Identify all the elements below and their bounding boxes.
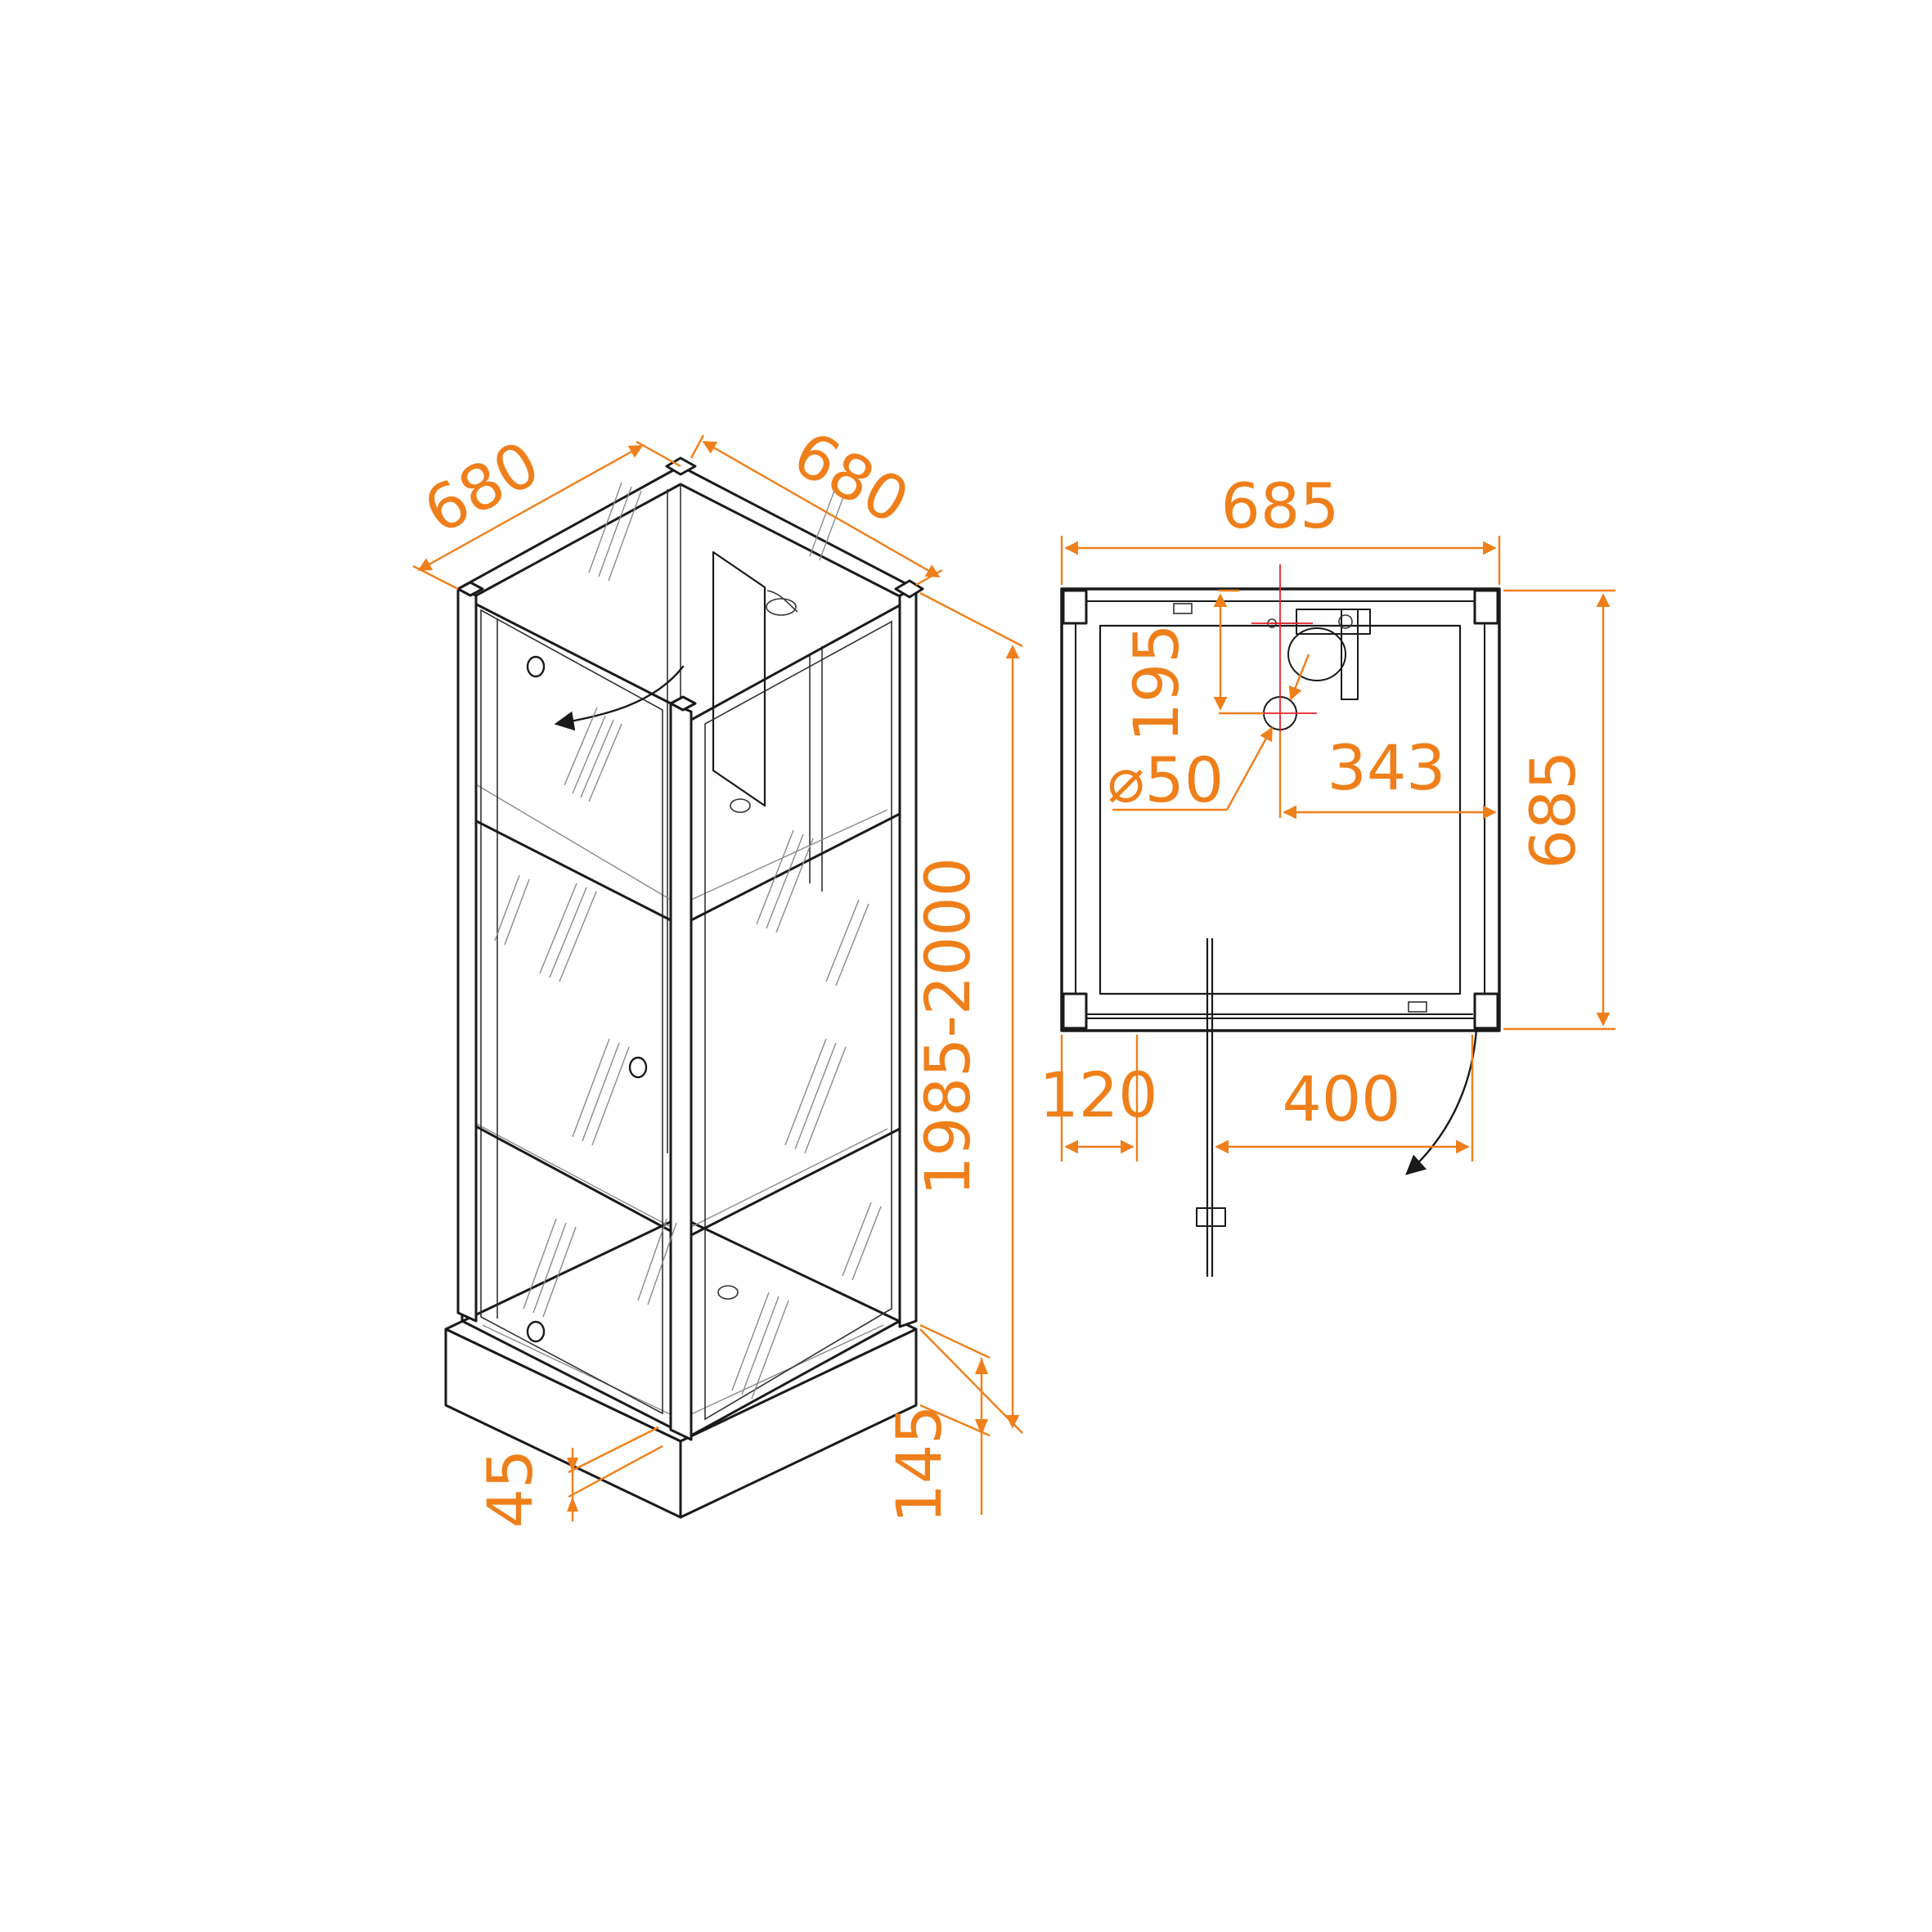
label-door-opening: 400 bbox=[1282, 1063, 1400, 1135]
label-height: 1985-2000 bbox=[911, 857, 984, 1196]
isometric-view: 680 680 1985-2000 145 bbox=[412, 417, 1023, 1529]
label-drain-diameter: ⌀50 bbox=[1108, 744, 1224, 816]
label-width-right: 680 bbox=[782, 417, 921, 538]
shower-fixtures bbox=[1267, 609, 1371, 700]
dim-drain-offset: 195 bbox=[1120, 589, 1264, 743]
dim-hinge-offset: 120 bbox=[1039, 1035, 1158, 1161]
label-drain-from-side: 343 bbox=[1327, 731, 1445, 804]
dim-drain-diameter: ⌀50 bbox=[1108, 654, 1310, 816]
dim-drain-from-side: 343 bbox=[1278, 731, 1497, 820]
corner-posts bbox=[456, 456, 924, 1441]
label-tray-height: 145 bbox=[883, 1404, 955, 1523]
dim-height: 1985-2000 bbox=[911, 591, 1023, 1434]
label-width-left: 680 bbox=[412, 427, 551, 548]
plan-view: 685 685 195 ⌀50 343 bbox=[1039, 470, 1615, 1278]
label-drain-offset: 195 bbox=[1120, 623, 1193, 742]
dim-plan-depth: 685 bbox=[1503, 589, 1615, 1031]
dim-door-opening: 400 bbox=[1215, 1035, 1474, 1161]
dim-width-right: 680 bbox=[690, 417, 943, 586]
dim-frame-offset: 45 bbox=[474, 1426, 663, 1529]
back-glass-lines bbox=[470, 780, 888, 1228]
label-hinge-offset: 120 bbox=[1039, 1058, 1157, 1131]
door-swing bbox=[1085, 937, 1478, 1278]
label-frame-offset: 45 bbox=[474, 1449, 546, 1529]
dim-plan-width: 685 bbox=[1060, 470, 1501, 585]
label-plan-width: 685 bbox=[1220, 470, 1339, 542]
label-plan-depth: 685 bbox=[1516, 750, 1589, 869]
dim-tray-height: 145 bbox=[883, 1323, 991, 1524]
dim-width-left: 680 bbox=[412, 427, 681, 591]
